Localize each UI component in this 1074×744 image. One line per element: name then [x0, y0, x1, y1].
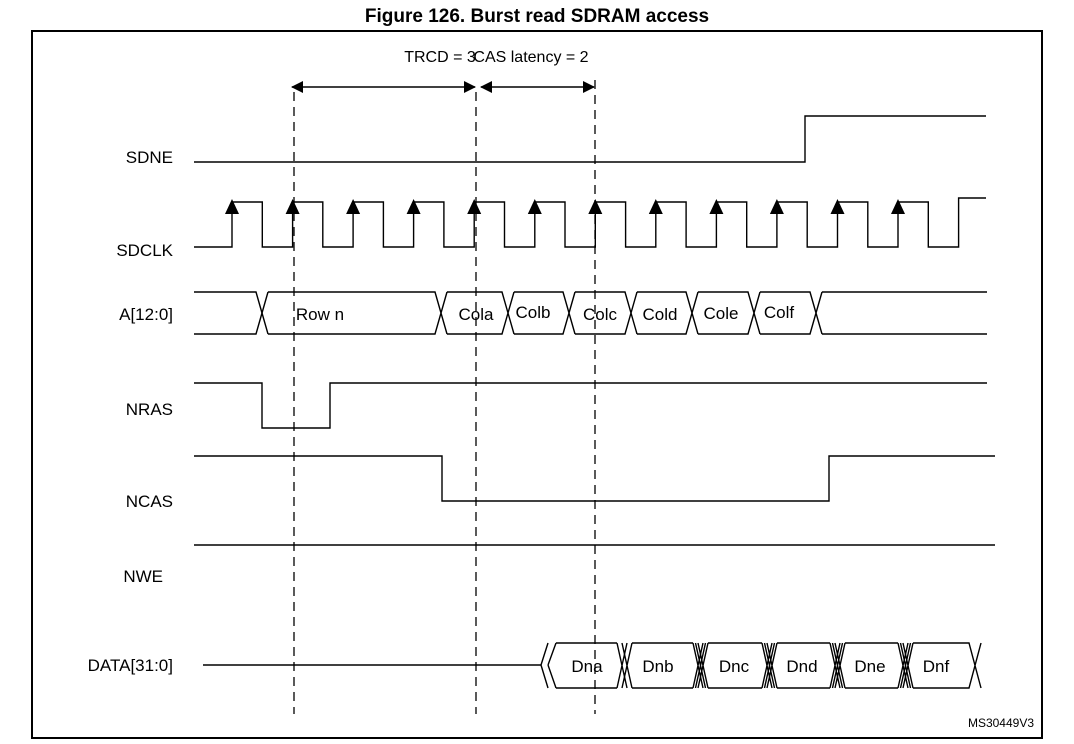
- data-bus-transition: [621, 642, 633, 689]
- data-bus-transition: [766, 642, 778, 689]
- data-bus-segment: [556, 642, 617, 689]
- address-value-cole: Cole: [704, 304, 739, 323]
- address-value-row: Row n: [296, 305, 344, 324]
- ncas-waveform: [194, 455, 995, 502]
- address-bus-segment: [698, 291, 761, 335]
- signal-label-ncas: NCAS: [126, 492, 173, 511]
- clock-rising-edge-arrow: [830, 199, 845, 214]
- nras-waveform: [194, 382, 987, 429]
- sdclk-waveform: [194, 197, 986, 248]
- address-value-colf: Colf: [764, 303, 795, 322]
- data-bus-transition: [763, 642, 776, 689]
- address-bus-segment: [760, 291, 823, 335]
- figure-frame: [31, 30, 1043, 739]
- cas-latency-label: CAS latency = 2: [473, 49, 588, 66]
- signal-label-sdclk: SDCLK: [116, 241, 173, 260]
- address-bus-top-lead: [194, 291, 269, 335]
- data-bus-transition: [692, 642, 704, 689]
- address-bus-segment: [637, 291, 699, 335]
- clock-rising-edge-arrow: [406, 199, 421, 214]
- address-bus-segment: [447, 291, 515, 335]
- address-bus-bottom-lead: [194, 291, 269, 335]
- clock-rising-edge-arrow: [769, 199, 784, 214]
- clock-rising-edge-arrow: [285, 199, 300, 214]
- address-value-cola: Cola: [459, 305, 495, 324]
- address-bus-segment: [575, 291, 638, 335]
- data-bus-transition: [902, 642, 914, 689]
- data-bus-transition: [897, 642, 909, 689]
- data-bus-transition: [761, 642, 773, 689]
- clock-rising-edge-arrow: [891, 199, 905, 214]
- data-value-dna: Dna: [571, 657, 603, 676]
- address-bus-idle: [822, 291, 987, 335]
- address-bus-segment: [514, 291, 576, 335]
- clock-rising-edge-arrow: [709, 199, 724, 214]
- address-value-colc: Colc: [583, 305, 618, 324]
- clock-rising-edge-arrow: [225, 199, 239, 214]
- clock-rising-edge-arrow: [648, 199, 663, 214]
- data-value-dnf: Dnf: [923, 657, 950, 676]
- data-value-dnb: Dnb: [642, 657, 673, 676]
- signal-label-sdne: SDNE: [126, 148, 173, 167]
- signal-label-address: A[12:0]: [119, 305, 173, 324]
- signal-label-nras: NRAS: [126, 400, 173, 419]
- figure-reference: MS30449V3: [968, 716, 1034, 730]
- data-bus-segment: [777, 642, 830, 689]
- data-bus-transition: [697, 642, 709, 689]
- data-bus-segment: [708, 642, 762, 689]
- data-value-dne: Dne: [854, 657, 885, 676]
- data-bus-transition: [831, 642, 844, 689]
- data-bus-segment: [632, 642, 693, 689]
- data-bus-transition: [834, 642, 846, 689]
- data-bus-transition: [829, 642, 841, 689]
- data-bus-last-segment: [913, 642, 982, 689]
- data-bus-start: [540, 642, 557, 689]
- address-value-cold: Cold: [643, 305, 678, 324]
- sdne-waveform: [194, 115, 986, 163]
- clock-rising-edge-arrow: [467, 199, 482, 214]
- address-value-colb: Colb: [516, 303, 551, 322]
- data-bus-segment: [845, 642, 898, 689]
- signal-label-nwe: NWE: [123, 567, 163, 586]
- data-bus-transition: [616, 642, 628, 689]
- signal-label-data: DATA[31:0]: [88, 656, 173, 675]
- data-bus-transition: [899, 642, 912, 689]
- data-bus-transition: [694, 642, 707, 689]
- data-value-dnc: Dnc: [719, 657, 750, 676]
- clock-rising-edge-arrow: [527, 199, 542, 214]
- trcd-label: TRCD = 3: [404, 49, 476, 66]
- clock-rising-edge-arrow: [346, 199, 361, 214]
- address-bus-segment: [268, 291, 448, 335]
- data-value-dnd: Dnd: [786, 657, 817, 676]
- figure-title: Figure 126. Burst read SDRAM access: [364, 6, 710, 27]
